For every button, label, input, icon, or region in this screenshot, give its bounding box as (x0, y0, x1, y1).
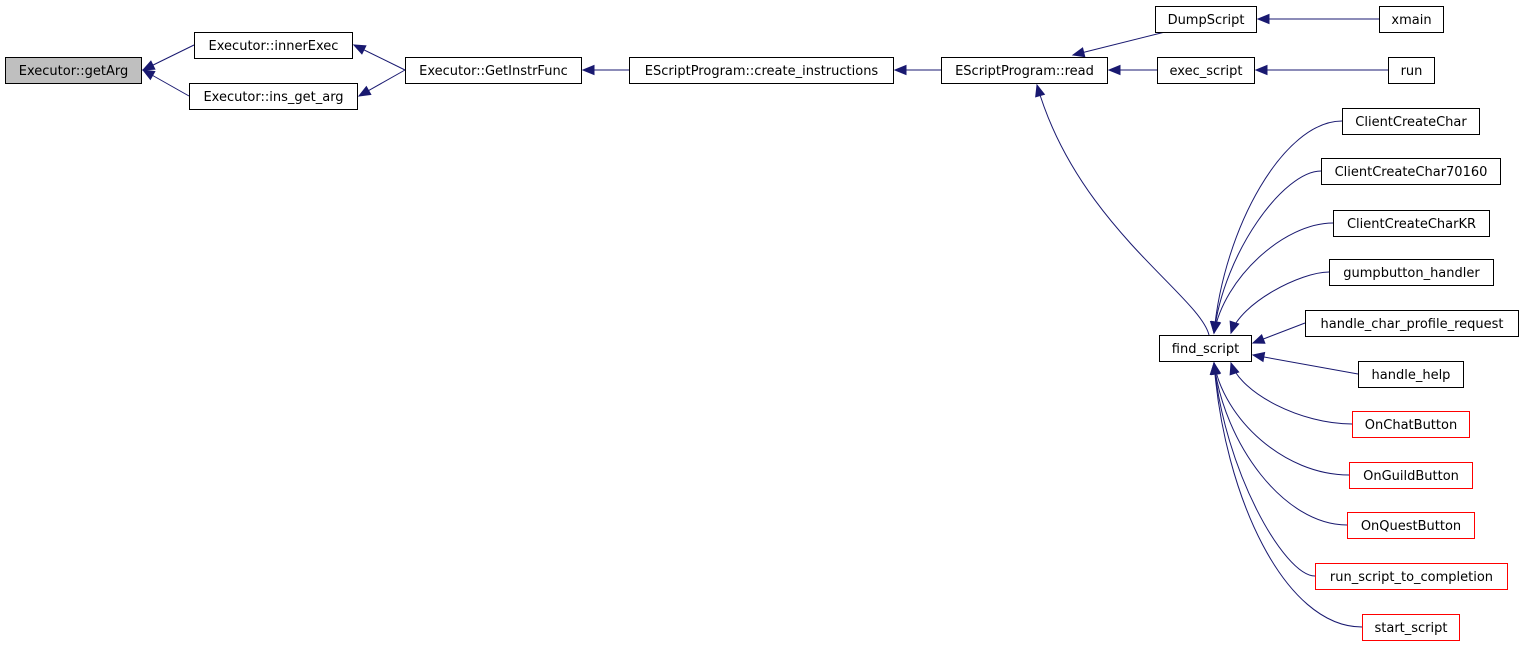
node-box (1358, 361, 1464, 388)
edge-arrowhead (1251, 333, 1266, 344)
node-GetInstrFunc[interactable]: Executor::GetInstrFunc (405, 57, 582, 84)
edge-arrowhead (1035, 83, 1046, 98)
edge-arrowhead (1210, 320, 1222, 335)
node-box (1388, 57, 1435, 84)
node-label: DumpScript (1168, 13, 1245, 28)
node-DumpScript[interactable]: DumpScript (1155, 6, 1257, 33)
node-box (5, 57, 142, 84)
edge-start_script-to-find_script (1213, 362, 1363, 628)
edge-find_script-to-read (1036, 84, 1210, 336)
edge-arrowhead (893, 64, 907, 76)
node-ins_get_arg[interactable]: Executor::ins_get_arg (189, 83, 358, 110)
node-box (1333, 210, 1490, 237)
edge-arrowhead (357, 85, 372, 97)
node-box (1305, 310, 1519, 337)
node-label: xmain (1391, 13, 1431, 28)
node-read[interactable]: EScriptProgram::read (941, 57, 1108, 84)
edge-arrowhead (1254, 64, 1268, 76)
node-ClientCreateCharKR[interactable]: ClientCreateCharKR (1333, 210, 1490, 237)
edge-arrowhead (581, 64, 595, 76)
node-label: EScriptProgram::read (955, 64, 1094, 79)
edge-arrowhead (352, 44, 367, 55)
edge-arrowhead (1251, 351, 1266, 363)
node-OnGuildButton[interactable]: OnGuildButton (1349, 462, 1473, 489)
edge-ClientCreateChar-to-find_script (1213, 120, 1343, 334)
node-start_script[interactable]: start_script (1362, 614, 1460, 641)
node-label: run (1401, 64, 1423, 79)
node-innerExec[interactable]: Executor::innerExec (194, 32, 353, 59)
node-box (1347, 512, 1475, 539)
edge-ClientCreateCharKR-to-find_script (1213, 222, 1334, 334)
node-label: OnChatButton (1365, 418, 1457, 433)
node-box (1155, 6, 1257, 33)
edge-run_script_to_completion-to-find_script (1213, 362, 1316, 577)
node-gumpbutton_handler[interactable]: gumpbutton_handler (1329, 259, 1494, 286)
node-label: gumpbutton_handler (1343, 266, 1480, 281)
node-label: handle_help (1372, 368, 1451, 383)
node-label: handle_char_profile_request (1321, 317, 1504, 332)
edge-handle_help-to-find_script (1252, 354, 1359, 375)
node-box (1159, 335, 1252, 362)
node-OnQuestButton[interactable]: OnQuestButton (1347, 512, 1475, 539)
node-box (194, 32, 353, 59)
edge-arrowhead (1229, 361, 1240, 376)
node-label: start_script (1374, 621, 1447, 636)
node-box (1329, 259, 1494, 286)
node-label: OnQuestButton (1361, 519, 1461, 534)
edge-arrowhead (141, 69, 156, 81)
node-box (1352, 411, 1470, 438)
node-box (1157, 57, 1255, 84)
node-box (405, 57, 582, 84)
node-exec_script[interactable]: exec_script (1157, 57, 1255, 84)
node-ClientCreateChar70160[interactable]: ClientCreateChar70160 (1321, 158, 1501, 185)
nodes-layer: Executor::getArg Executor::innerExecExecu… (5, 6, 1519, 641)
node-label: ClientCreateCharKR (1347, 217, 1476, 232)
node-ClientCreateChar[interactable]: ClientCreateChar (1342, 108, 1480, 135)
node-label: Executor::ins_get_arg (203, 90, 343, 105)
node-label: Executor::innerExec (209, 39, 339, 54)
edge-arrowhead (1107, 64, 1121, 76)
node-label: find_script (1172, 342, 1239, 357)
node-xmain[interactable]: xmain (1379, 6, 1444, 33)
edge-arrowhead (1071, 47, 1086, 58)
node-label: EScriptProgram::create_instructions (645, 64, 879, 79)
edge-arrowhead (1256, 13, 1270, 25)
node-handle_char_profile_request[interactable]: handle_char_profile_request (1305, 310, 1519, 337)
node-label: Executor::GetInstrFunc (419, 64, 568, 79)
node-label: exec_script (1170, 64, 1243, 79)
node-box (1349, 462, 1473, 489)
node-run_script_to_completion[interactable]: run_script_to_completion (1315, 563, 1508, 590)
node-getArg[interactable]: Executor::getArg (5, 57, 142, 84)
node-create_instructions[interactable]: EScriptProgram::create_instructions (629, 57, 894, 84)
node-box (189, 83, 358, 110)
edge-OnGuildButton-to-find_script (1213, 362, 1350, 476)
node-label: OnGuildButton (1363, 469, 1459, 484)
node-run[interactable]: run (1388, 57, 1435, 84)
node-box (1362, 614, 1460, 641)
edge-OnChatButton-to-find_script (1230, 362, 1353, 425)
edge-arrowhead (141, 60, 156, 71)
edges-layer (141, 13, 1388, 628)
node-box (941, 57, 1108, 84)
node-handle_help[interactable]: handle_help (1358, 361, 1464, 388)
node-box (629, 57, 894, 84)
node-box (1342, 108, 1480, 135)
node-box (1315, 563, 1508, 590)
edge-OnQuestButton-to-find_script (1213, 362, 1348, 526)
edge-DumpScript-to-read (1072, 31, 1166, 56)
node-label: ClientCreateChar70160 (1335, 165, 1488, 180)
node-box (1321, 158, 1501, 185)
node-OnChatButton[interactable]: OnChatButton (1352, 411, 1470, 438)
edge-arrowhead (1229, 320, 1240, 335)
node-box (1379, 6, 1444, 33)
edge-arrowhead (1209, 361, 1221, 375)
node-find_script[interactable]: find_script (1159, 335, 1252, 362)
node-label: ClientCreateChar (1355, 115, 1467, 130)
node-label: Executor::getArg (19, 64, 128, 79)
edge-ClientCreateChar70160-to-find_script (1213, 170, 1322, 334)
node-label: run_script_to_completion (1330, 570, 1493, 585)
